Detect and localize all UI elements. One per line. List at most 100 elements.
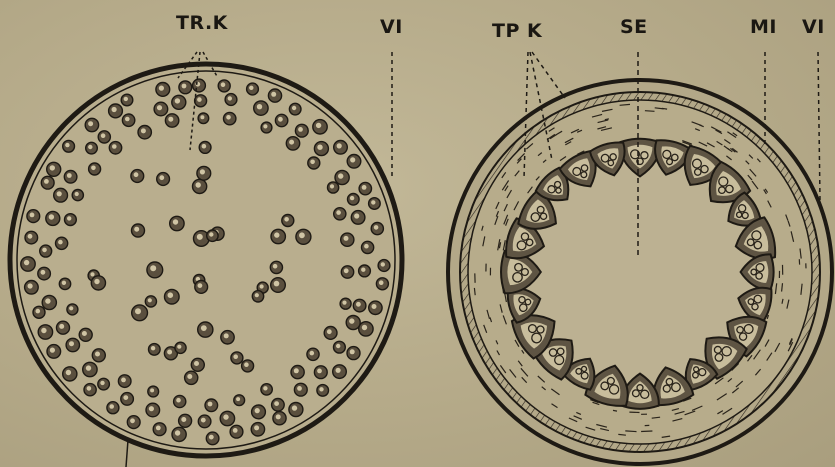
left-bundle-lumen bbox=[134, 227, 139, 232]
label-tr-k: TR.K bbox=[176, 14, 228, 33]
cortex-stroke bbox=[625, 431, 636, 432]
cortex-stroke bbox=[662, 108, 667, 109]
left-bundle-lumen bbox=[244, 362, 249, 367]
left-bundle-lumen bbox=[319, 387, 323, 391]
left-bundle-lumen bbox=[310, 160, 315, 165]
left-bundle-lumen bbox=[41, 328, 46, 333]
left-bundle-lumen bbox=[317, 145, 322, 150]
left-bundle-lumen bbox=[45, 298, 50, 303]
left-bundle-lumen bbox=[310, 351, 315, 356]
left-bundle-lumen bbox=[374, 225, 379, 230]
left-bundle-lumen bbox=[356, 302, 361, 307]
left-bundle-lumen bbox=[278, 117, 283, 122]
left-bundle-lumen bbox=[167, 350, 172, 355]
left-bundle-lumen bbox=[381, 262, 385, 266]
right-cross-section bbox=[448, 52, 832, 464]
left-bundle-lumen bbox=[236, 397, 240, 401]
left-bundle-lumen bbox=[30, 213, 35, 218]
left-bundle-lumen bbox=[361, 268, 365, 272]
left-bundle-lumen bbox=[112, 107, 117, 112]
left-bundle-lumen bbox=[201, 325, 207, 331]
left-bundle-lumen bbox=[44, 179, 49, 184]
label-left-vi: VI bbox=[380, 18, 403, 37]
left-bundle-lumen bbox=[151, 346, 155, 350]
left-bundle-lumen bbox=[177, 345, 181, 349]
cortex-stroke bbox=[613, 410, 617, 411]
left-bundle-lumen bbox=[175, 430, 180, 435]
left-bundle-lumen bbox=[62, 281, 66, 285]
left-bundle-lumen bbox=[364, 244, 369, 249]
left-bundle-lumen bbox=[65, 143, 69, 147]
left-bundle-lumen bbox=[121, 378, 126, 383]
left-bundle-lumen bbox=[157, 105, 162, 110]
left-bundle-lumen bbox=[182, 84, 187, 89]
left-bundle-lumen bbox=[58, 240, 63, 245]
left-bundle-lumen bbox=[124, 97, 128, 101]
left-bundle-lumen bbox=[350, 349, 355, 354]
left-bundle-lumen bbox=[201, 418, 206, 423]
left-bundle-lumen bbox=[100, 381, 104, 385]
right-vi-pointer bbox=[818, 52, 820, 200]
cortex-stroke bbox=[641, 431, 652, 432]
left-bundle-lumen bbox=[350, 157, 355, 162]
left-bundle-lumen bbox=[337, 143, 342, 148]
left-bundle-lumen bbox=[338, 173, 343, 178]
left-bundle-lumen bbox=[57, 191, 62, 196]
left-bundle-lumen bbox=[292, 106, 296, 110]
left-bundle-lumen bbox=[330, 184, 334, 188]
left-bundle-lumen bbox=[159, 175, 164, 180]
left-bundle-lumen bbox=[260, 284, 264, 288]
left-bundle-lumen bbox=[362, 325, 367, 330]
left-bundle-lumen bbox=[125, 117, 130, 122]
right-tpk-pointer-3 bbox=[532, 52, 565, 98]
left-bundle-lumen bbox=[202, 144, 207, 149]
left-bundle-lumen bbox=[233, 428, 238, 433]
left-bundle-lumen bbox=[42, 248, 47, 253]
left-bundle-lumen bbox=[274, 281, 280, 287]
left-bundle-lumen bbox=[94, 279, 99, 284]
left-bundle-lumen bbox=[109, 404, 114, 409]
left-bundle-lumen bbox=[379, 280, 384, 285]
left-bundle-lumen bbox=[28, 234, 33, 239]
left-bundle-lumen bbox=[176, 398, 181, 403]
left-bundle-lumen bbox=[91, 166, 96, 171]
left-bundle-lumen bbox=[336, 210, 341, 215]
left-bundle-lumen bbox=[41, 270, 46, 275]
cortex-stroke bbox=[474, 288, 475, 295]
left-bundle-lumen bbox=[149, 406, 154, 411]
left-bundle-lumen bbox=[134, 172, 139, 177]
left-bundle-lumen bbox=[274, 401, 279, 406]
left-bundle-lumen bbox=[75, 192, 79, 196]
left-bundle-lumen bbox=[197, 234, 203, 240]
left-bundle-lumen bbox=[221, 82, 226, 87]
left-bundle-lumen bbox=[233, 354, 238, 359]
label-right-vi: VI bbox=[802, 18, 825, 37]
left-bundle-lumen bbox=[249, 86, 253, 90]
left-bundle-lumen bbox=[135, 308, 141, 314]
left-bundle-lumen bbox=[123, 395, 128, 400]
label-mi: MI bbox=[750, 18, 777, 37]
left-bundle-lumen bbox=[274, 232, 279, 237]
left-bundle-lumen bbox=[168, 292, 174, 298]
left-bundle-lumen bbox=[255, 293, 259, 297]
label-tp-k: TP K bbox=[492, 22, 542, 41]
left-bundle-lumen bbox=[66, 370, 71, 375]
left-bundle-lumen bbox=[276, 414, 281, 419]
left-cross-section bbox=[10, 52, 402, 467]
left-bundle-lumen bbox=[263, 124, 267, 128]
left-bundle-lumen bbox=[354, 213, 359, 218]
cortex-stroke bbox=[618, 434, 626, 435]
left-bundle-lumen bbox=[224, 333, 229, 338]
left-bundle-lumen bbox=[263, 386, 267, 390]
left-bundle-lumen bbox=[209, 232, 213, 236]
left-bundle-lumen bbox=[344, 236, 349, 241]
left-bundle-lumen bbox=[273, 264, 278, 269]
left-bundle-lumen bbox=[200, 115, 204, 119]
left-bundle-lumen bbox=[88, 121, 93, 126]
left-bundle-lumen bbox=[50, 165, 55, 170]
left-bundle-lumen bbox=[209, 435, 214, 440]
left-bundle-lumen bbox=[196, 182, 201, 187]
left-bundle-lumen bbox=[289, 140, 294, 145]
